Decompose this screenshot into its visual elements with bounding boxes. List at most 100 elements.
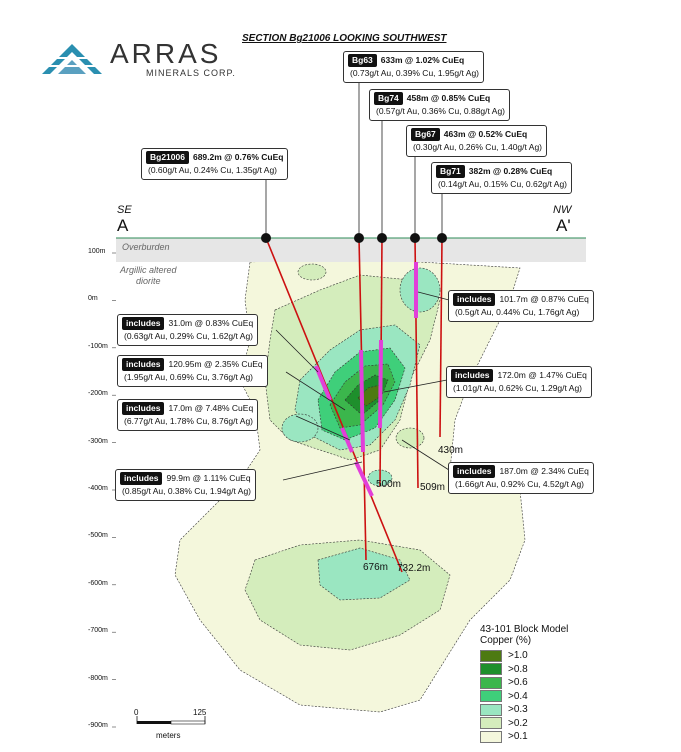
section-end-left-dir: SE: [117, 204, 132, 216]
includes-tag: includes: [122, 402, 165, 415]
legend-item: >1.0: [480, 649, 568, 663]
intercept-headline: 172.0m @ 1.47% CuEq: [497, 370, 587, 380]
hole-detail: (0.73g/t Au, 0.39% Cu, 1.95g/t Ag): [350, 68, 480, 78]
legend-item: >0.1: [480, 730, 568, 744]
intercept-bg74: [378, 339, 383, 429]
scale-max: 125: [193, 708, 207, 717]
legend-swatch: [480, 730, 502, 743]
section-title: SECTION Bg21006 LOOKING SOUTHWEST: [242, 33, 447, 44]
section-end-left-label: A: [117, 216, 129, 235]
legend-item: >0.8: [480, 663, 568, 677]
includes-tag: includes: [453, 465, 496, 478]
overburden-band: [116, 238, 586, 262]
intercept-detail: (1.01g/t Au, 0.62% Cu, 1.29g/t Ag): [453, 383, 583, 393]
hole-end-depth-bg21006: 732.2m: [397, 563, 431, 574]
callout-leaders: [265, 80, 450, 481]
hole-end-depth-bg67: 509m: [420, 482, 446, 493]
intercept-headline: 31.0m @ 0.83% CuEq: [168, 318, 254, 328]
legend-label: >0.2: [508, 717, 528, 729]
legend: 43-101 Block Model Copper (%) >1.0>0.8 >0…: [480, 624, 568, 744]
hole-id: Bg74: [374, 92, 403, 105]
intercept-bg21006-c: [354, 461, 374, 497]
scale-zero: 0: [134, 708, 139, 717]
legend-title-line2: Copper (%): [480, 635, 532, 646]
depth-tick-label: 100m: [88, 248, 106, 255]
zone-0.3b: [317, 547, 411, 601]
legend-item: >0.6: [480, 676, 568, 690]
logo-wordmark: ARRAS: [110, 38, 222, 69]
intercept-detail: (0.5g/t Au, 0.44% Cu, 1.76g/t Ag): [455, 307, 580, 317]
depth-tick-label: -500m: [88, 532, 108, 540]
legend-item: >0.2: [480, 717, 568, 731]
intercept-headline: 120.95m @ 2.35% CuEq: [168, 359, 263, 369]
hole-detail: (0.30g/t Au, 0.26% Cu, 1.40g/t Ag): [413, 142, 543, 152]
drillhole-bg71: [439, 237, 443, 438]
includes-tag: includes: [451, 369, 494, 382]
includes-tag: includes: [120, 472, 163, 485]
hole-end-depth-bg63: 676m: [363, 562, 389, 573]
intercept-headline: 187.0m @ 2.34% CuEq: [499, 466, 589, 476]
includes-tag: includes: [122, 317, 165, 330]
depth-tick-label: -300m: [88, 437, 108, 445]
hole-headline: 463m @ 0.52% CuEq: [443, 129, 528, 139]
depth-tick-label: -800m: [88, 674, 108, 682]
hole-id: Bg21006: [146, 151, 189, 164]
legend-items: >1.0>0.8 >0.6>0.4>0.3>0.2 >0.1: [480, 649, 568, 744]
includes-tag: includes: [122, 358, 165, 371]
overburden-label: Overburden: [122, 242, 170, 252]
depth-tick-label: -600m: [88, 579, 108, 587]
arras-logo-icon: [42, 44, 102, 74]
hole-headline: 689.2m @ 0.76% CuEq: [192, 152, 284, 162]
intercept-detail: (1.95g/t Au, 0.69% Cu, 3.76g/t Ag): [124, 372, 254, 382]
depth-tick-label: -900m: [88, 722, 108, 729]
legend-label: >1.0: [508, 650, 528, 662]
diorite-label-line2: diorite: [136, 276, 161, 286]
legend-label: >0.6: [508, 677, 528, 689]
depth-tick-label: -100m: [88, 342, 108, 350]
hole-headline: 458m @ 0.85% CuEq: [406, 93, 491, 103]
intercept-bg21006-b: [340, 427, 354, 453]
hole-id: Bg63: [348, 54, 377, 67]
intercept-detail: (0.63g/t Au, 0.29% Cu, 1.62g/t Ag): [124, 331, 254, 341]
hole-detail: (0.57g/t Au, 0.36% Cu, 0.88g/t Ag): [376, 106, 506, 116]
legend-item: >0.3: [480, 703, 568, 717]
legend-swatch: [480, 676, 502, 689]
legend-title-line1: 43-101 Block Model: [480, 624, 569, 635]
collar-bg71: [437, 233, 447, 243]
depth-tick-label: -700m: [88, 627, 108, 635]
collar-bg74: [377, 233, 387, 243]
legend-item: >0.4: [480, 690, 568, 704]
intercept-detail: (1.66g/t Au, 0.92% Cu, 4.52g/t Ag): [455, 479, 585, 489]
legend-swatch: [480, 717, 502, 730]
diorite-label-line1: Argillic altered: [120, 265, 177, 275]
hole-id: Bg71: [436, 165, 465, 178]
hole-end-depth-bg74: 500m: [376, 479, 402, 490]
section-end-right-label: A': [556, 216, 571, 235]
section-end-right-dir: NW: [553, 204, 572, 216]
legend-swatch: [480, 649, 502, 662]
intercept-headline: 99.9m @ 1.11% CuEq: [166, 473, 251, 483]
scale-unit: meters: [156, 731, 181, 740]
intercept-headline: 17.0m @ 7.48% CuEq: [168, 403, 254, 413]
depth-tick-label: 0m: [88, 295, 98, 303]
intercept-headline: 101.7m @ 0.87% CuEq: [499, 294, 589, 304]
intercept-highlights: [314, 262, 418, 497]
hole-headline: 382m @ 0.28% CuEq: [468, 166, 553, 176]
legend-label: >0.1: [508, 731, 528, 743]
legend-label: >0.4: [508, 690, 528, 702]
intercept-detail: (6.77g/t Au, 1.78% Cu, 8.76g/t Ag): [124, 416, 254, 426]
scale-bar: [136, 716, 206, 725]
legend-label: >0.8: [508, 663, 528, 675]
